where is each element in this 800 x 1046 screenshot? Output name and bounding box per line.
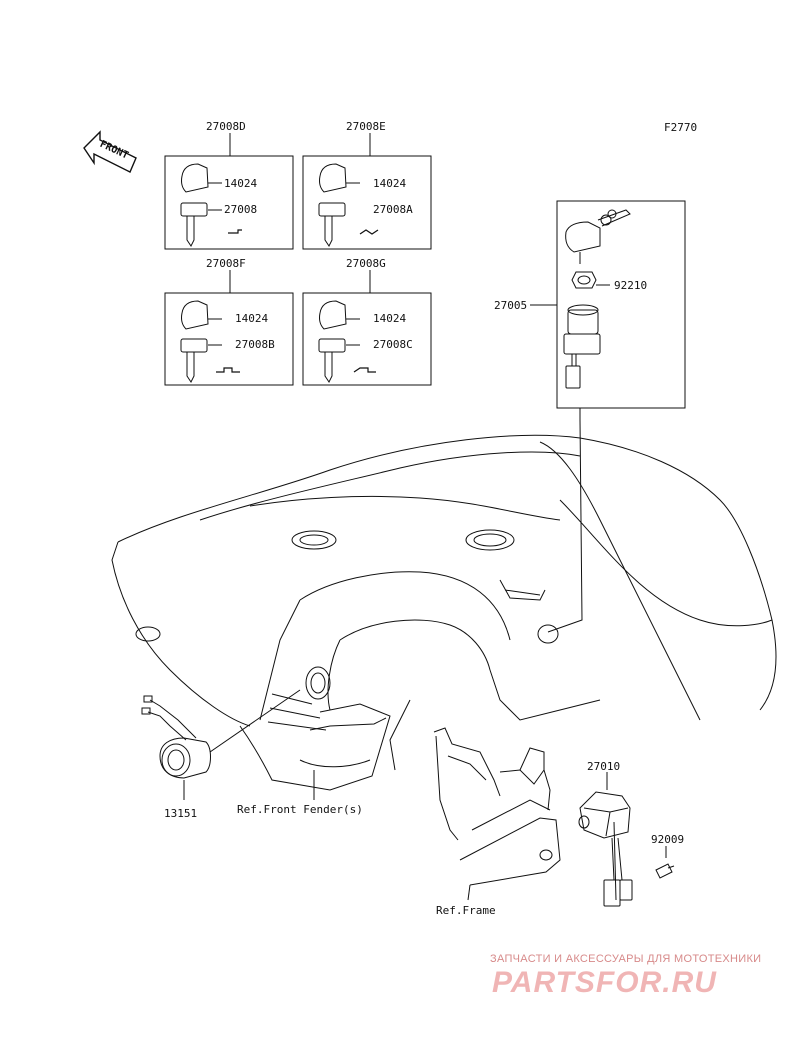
key-cap-icon (181, 163, 209, 193)
switch-assembly-label: 27005 (494, 299, 527, 312)
watermark-tagline: ЗАПЧАСТИ И АКСЕССУАРЫ ДЛЯ МОТОТЕХНИКИ (490, 953, 762, 965)
diagram-code: F2770 (664, 121, 697, 134)
key-label: 27008C (373, 338, 413, 351)
frame-bracket: Ref.Frame (433, 727, 561, 917)
key-label: 27008A (373, 203, 413, 216)
key-icon (318, 202, 346, 217)
cap-label: 14024 (235, 312, 268, 325)
key-set-27008g: 27008G 14024 27008C (302, 257, 432, 386)
key-set-27008f: 27008F 14024 27008B (164, 257, 294, 386)
cap-label: 14024 (373, 177, 406, 190)
cap-label: 14024 (373, 312, 406, 325)
connector-icon (565, 365, 581, 389)
key-set-title: 27008E (346, 120, 386, 133)
cap-label: 14024 (224, 177, 257, 190)
key-cap-icon (319, 300, 347, 330)
key-icon (180, 338, 208, 353)
key-cap-icon (181, 300, 209, 330)
watermark-logo: PARTSFOR.RU (492, 966, 717, 999)
relay-27010: 27010 (578, 760, 633, 907)
key-set-27008d: 27008D 14024 27008 (164, 120, 294, 250)
nut-icon (571, 271, 597, 289)
front-arrow-icon: FRONT (83, 130, 137, 173)
key-icon (180, 202, 208, 217)
key-set-title: 27008F (206, 257, 246, 270)
key-icon (318, 338, 346, 353)
key-set-title: 27008G (346, 257, 386, 270)
key-cap-icon (319, 163, 347, 193)
relay-label: 27010 (587, 760, 620, 773)
key-label: 27008 (224, 203, 257, 216)
bolt-label: 92009 (651, 833, 684, 846)
switch-assembly-27005: 27005 92210 (494, 200, 686, 633)
socket-13151: 13151 (141, 689, 301, 820)
bolt-92009: 92009 (651, 833, 684, 879)
nut-label: 92210 (614, 279, 647, 292)
cowl-panel (111, 434, 777, 791)
frame-ref: Ref.Frame (436, 904, 496, 917)
socket-label: 13151 (164, 807, 197, 820)
key-set-27008e: 27008E 14024 27008A (302, 120, 432, 250)
front-fender-ref: Ref.Front Fender(s) (237, 803, 363, 816)
switch-key-icon (565, 221, 601, 253)
key-label: 27008B (235, 338, 275, 351)
key-set-title: 27008D (206, 120, 246, 133)
